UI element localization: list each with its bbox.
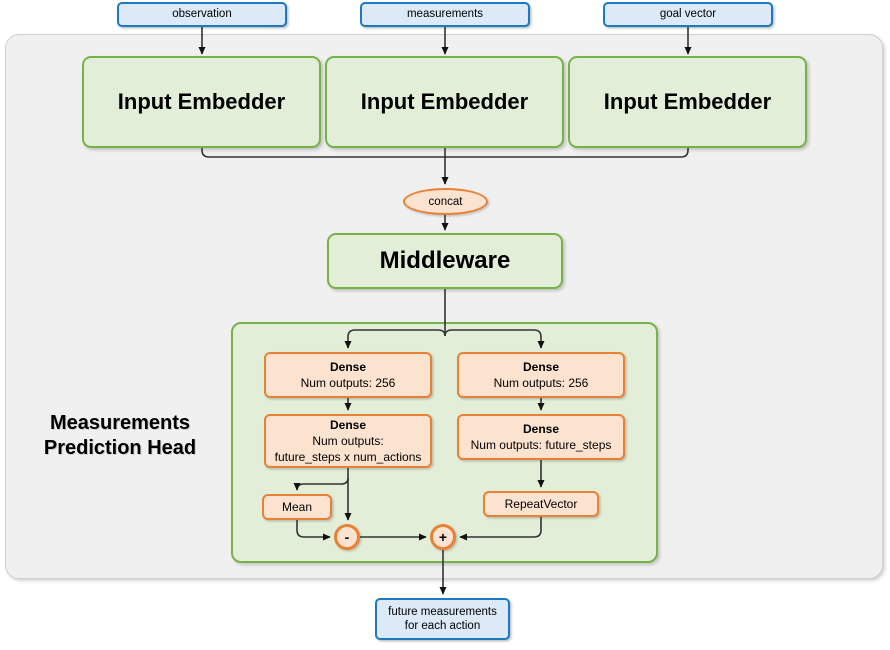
subtract-operator-label: - xyxy=(344,529,350,545)
repeat-vector-block[interactable]: RepeatVector xyxy=(483,491,599,517)
input-embedder-2-label: Input Embedder xyxy=(360,89,529,114)
add-operator-label: + xyxy=(438,529,448,545)
middleware-block[interactable]: Middleware xyxy=(327,233,563,289)
concat-label: concat xyxy=(428,195,463,208)
input-box-observation-label: observation xyxy=(172,8,232,21)
dense-left-2-sub1: Num outputs: xyxy=(312,433,384,448)
input-embedder-3-label: Input Embedder xyxy=(603,89,772,114)
subtract-operator[interactable]: - xyxy=(334,524,360,550)
middleware-label: Middleware xyxy=(379,247,511,274)
dense-right-2-sub1: Num outputs: future_steps xyxy=(470,438,612,452)
measurements-prediction-head-label: Measurements Prediction Head xyxy=(20,411,220,461)
head-label-line-2: Prediction Head xyxy=(43,437,197,459)
input-embedder-2[interactable]: Input Embedder xyxy=(325,56,564,148)
head-label-line-1: Measurements xyxy=(49,412,191,434)
input-box-goal-vector[interactable]: goal vector xyxy=(603,2,773,27)
dense-left-2-sub2: future_steps x num_actions xyxy=(274,450,422,465)
input-embedder-1-label: Input Embedder xyxy=(117,89,286,114)
input-box-goal-vector-label: goal vector xyxy=(659,8,717,21)
repeat-vector-label: RepeatVector xyxy=(504,496,578,511)
dense-right-1[interactable]: Dense Num outputs: 256 xyxy=(457,352,625,398)
output-line-2: for each action xyxy=(404,620,481,632)
concat-node[interactable]: concat xyxy=(403,188,488,215)
input-box-measurements[interactable]: measurements xyxy=(360,2,530,27)
input-embedder-3[interactable]: Input Embedder xyxy=(568,56,807,148)
dense-right-2[interactable]: Dense Num outputs: future_steps xyxy=(457,414,625,460)
input-embedder-1[interactable]: Input Embedder xyxy=(82,56,321,148)
mean-block[interactable]: Mean xyxy=(262,494,332,520)
dense-left-1-title: Dense xyxy=(329,359,367,374)
dense-left-2-title: Dense xyxy=(329,417,367,432)
input-box-observation[interactable]: observation xyxy=(117,2,287,27)
dense-left-1[interactable]: Dense Num outputs: 256 xyxy=(264,352,432,398)
add-operator[interactable]: + xyxy=(430,524,456,550)
dense-left-1-sub1: Num outputs: 256 xyxy=(300,376,396,390)
dense-left-2[interactable]: Dense Num outputs: future_steps x num_ac… xyxy=(264,414,432,468)
dense-right-1-title: Dense xyxy=(522,359,560,374)
dense-right-1-sub1: Num outputs: 256 xyxy=(493,376,589,390)
output-line-1: future measurements xyxy=(388,605,497,618)
input-box-measurements-label: measurements xyxy=(406,8,484,21)
output-box-future-measurements[interactable]: future measurements for each action xyxy=(375,598,510,640)
dense-right-2-title: Dense xyxy=(522,421,560,436)
mean-label: Mean xyxy=(281,499,313,514)
